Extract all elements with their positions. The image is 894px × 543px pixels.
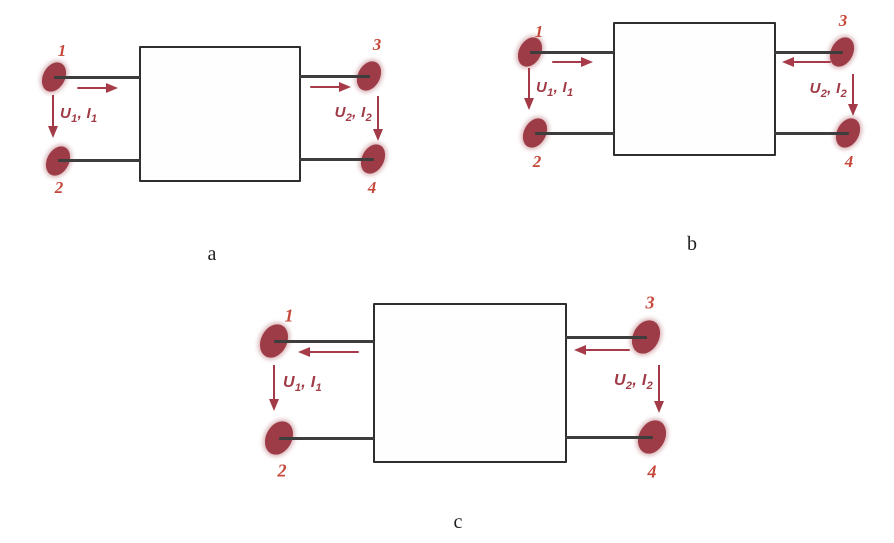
port2-voltage-current-label: U2, I2 [334,104,372,124]
subfigure-caption-a: a [207,243,217,265]
voltage-arrow-left-icon [47,95,59,138]
two-port-box [613,22,776,156]
wire-box-to-terminal3 [299,75,370,78]
terminal-2-number: 2 [277,460,287,481]
wire-box-to-terminal3 [774,51,843,54]
port2-voltage-current-label: U2, I2 [809,80,847,100]
terminal-3-number: 3 [645,292,655,313]
port1-voltage-current-label: U1, I1 [60,105,98,125]
voltage-arrow-left-icon [523,68,535,110]
terminal-4-number: 4 [367,178,377,197]
wire-box-to-terminal3 [565,336,647,339]
terminal-1-number: 1 [284,305,294,326]
wire-terminal1-to-box [54,76,140,79]
subfigure-caption-b: b [687,233,697,255]
terminal-3-number: 3 [838,11,848,30]
voltage-arrow-left-icon [268,365,280,411]
terminal-1-number: 1 [57,41,67,60]
wire-terminal2-to-box [279,437,374,440]
wire-box-to-terminal4 [774,132,849,135]
wire-terminal2-to-box [58,159,140,162]
terminal-4-number: 4 [844,152,854,171]
subfigure-caption-c: c [453,511,463,533]
current-arrow-left-icon [298,346,360,358]
current-arrow-right-icon [574,344,631,356]
current-arrow-left-icon [551,56,593,68]
voltage-arrow-right-icon [847,74,859,116]
wire-terminal2-to-box [535,132,614,135]
terminal-2-number: 2 [54,178,64,197]
current-arrow-right-icon [309,81,351,93]
two-port-box [373,303,567,463]
wire-terminal1-to-box [530,51,614,54]
wire-box-to-terminal4 [299,158,374,161]
wire-terminal1-to-box [274,340,374,343]
port1-voltage-current-label: U1, I1 [283,374,322,395]
port1-voltage-current-label: U1, I1 [536,79,574,99]
terminal-3-number: 3 [372,35,382,54]
two-port-box [139,46,301,182]
voltage-arrow-right-icon [653,365,665,413]
wire-box-to-terminal4 [565,436,653,439]
current-arrow-left-icon [76,82,118,94]
terminal-1-number: 1 [534,22,544,41]
terminal-4-number: 4 [647,461,657,482]
voltage-arrow-right-icon [372,96,384,141]
terminal-2-number: 2 [532,152,542,171]
current-arrow-right-icon [782,56,832,68]
port2-voltage-current-label: U2, I2 [614,372,653,393]
